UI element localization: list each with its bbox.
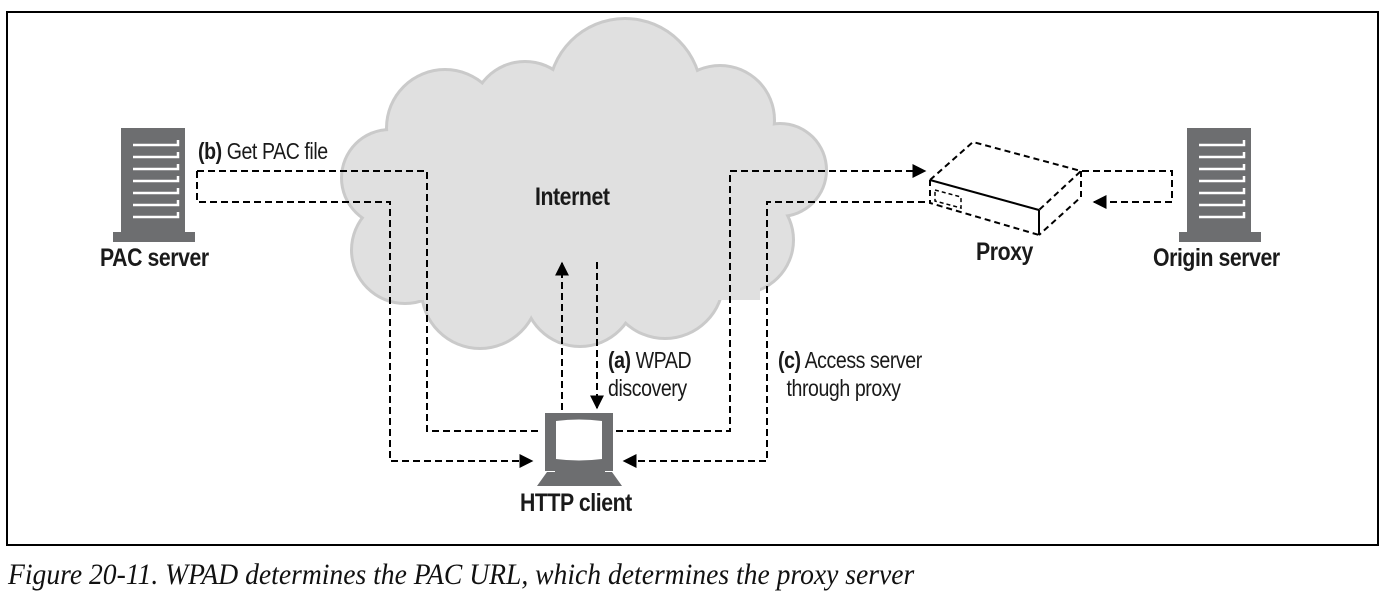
figure-frame xyxy=(6,11,1379,546)
proxy-label: Proxy xyxy=(976,238,1033,266)
proxy-box-icon xyxy=(929,140,1084,236)
step-b-label: (b) Get PAC file xyxy=(198,137,328,165)
step-c-line2: through proxy xyxy=(786,375,901,401)
step-c-tag: (c) xyxy=(778,347,801,373)
connectors xyxy=(196,164,1173,468)
step-c-line1: Access server xyxy=(804,347,923,373)
origin-request-line xyxy=(1082,170,1173,209)
proxy-request-line xyxy=(616,164,927,432)
cloud-icon xyxy=(340,17,828,350)
figure-caption: Figure 20-11. WPAD determines the PAC UR… xyxy=(8,558,915,591)
pac-response-line xyxy=(196,171,534,468)
step-b-text: Get PAC file xyxy=(226,138,328,164)
proxy-response-line xyxy=(622,201,925,468)
pac-server-icon xyxy=(113,128,195,242)
step-b-tag: (b) xyxy=(198,138,222,164)
origin-server-label: Origin server xyxy=(1153,244,1280,272)
http-client-label: HTTP client xyxy=(520,489,632,517)
internet-label: Internet xyxy=(535,183,610,211)
step-c-label: (c) Access server through proxy xyxy=(778,346,922,402)
step-a-line2: discovery xyxy=(608,375,687,401)
step-a-line1: WPAD xyxy=(635,347,692,373)
computer-icon xyxy=(537,413,622,486)
origin-server-icon xyxy=(1179,128,1261,242)
step-a-tag: (a) xyxy=(608,347,631,373)
pac-request-line xyxy=(197,170,542,432)
pac-server-label: PAC server xyxy=(100,244,209,272)
step-a-label: (a) WPAD discovery xyxy=(608,346,692,402)
